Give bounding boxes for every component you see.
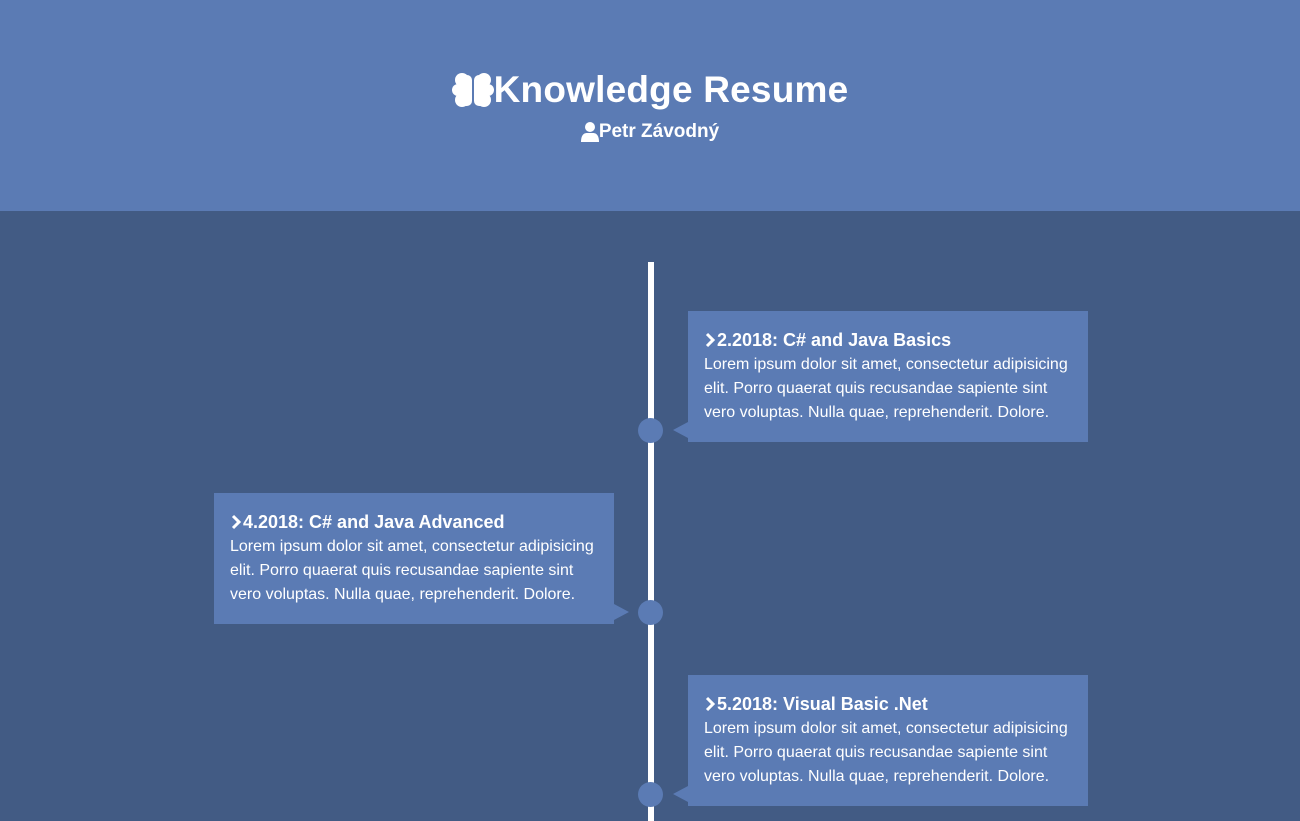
title-row: Knowledge Resume [0, 68, 1300, 112]
chevron-right-icon [231, 514, 242, 530]
timeline-card: 4.2018: C# and Java Advanced Lorem ipsum… [214, 493, 614, 624]
chevron-right-icon [705, 332, 716, 348]
timeline-card: 2.2018: C# and Java Basics Lorem ipsum d… [688, 311, 1088, 442]
timeline-card-heading: 5.2018: Visual Basic .Net [717, 694, 928, 714]
timeline-line [648, 262, 654, 821]
timeline-card-pointer [673, 422, 688, 438]
page-title: Knowledge Resume [493, 69, 849, 110]
timeline-card: 5.2018: Visual Basic .Net Lorem ipsum do… [688, 675, 1088, 806]
timeline-card-pointer [673, 786, 688, 802]
brain-icon [451, 73, 494, 108]
chevron-right-icon [705, 696, 716, 712]
author-row: Petr Závodný [0, 120, 1300, 144]
user-icon [580, 122, 599, 142]
timeline-dot [638, 600, 663, 625]
timeline-dot [638, 418, 663, 443]
page-header: Knowledge Resume Petr Závodný [0, 0, 1300, 211]
timeline-card-heading: 2.2018: C# and Java Basics [717, 330, 952, 350]
timeline-card-pointer [614, 604, 629, 620]
timeline-card-text: Lorem ipsum dolor sit amet, consectetur … [230, 538, 594, 603]
timeline-card-text: Lorem ipsum dolor sit amet, consectetur … [704, 720, 1068, 785]
timeline-dot [638, 782, 663, 807]
author-name: Petr Závodný [598, 121, 720, 142]
timeline-card-heading-row: 5.2018: Visual Basic .Net [704, 693, 1072, 715]
timeline-card-text: Lorem ipsum dolor sit amet, consectetur … [704, 356, 1068, 421]
timeline-card-heading-row: 4.2018: C# and Java Advanced [230, 511, 598, 533]
timeline-card-heading: 4.2018: C# and Java Advanced [243, 512, 505, 532]
timeline-card-heading-row: 2.2018: C# and Java Basics [704, 329, 1072, 351]
